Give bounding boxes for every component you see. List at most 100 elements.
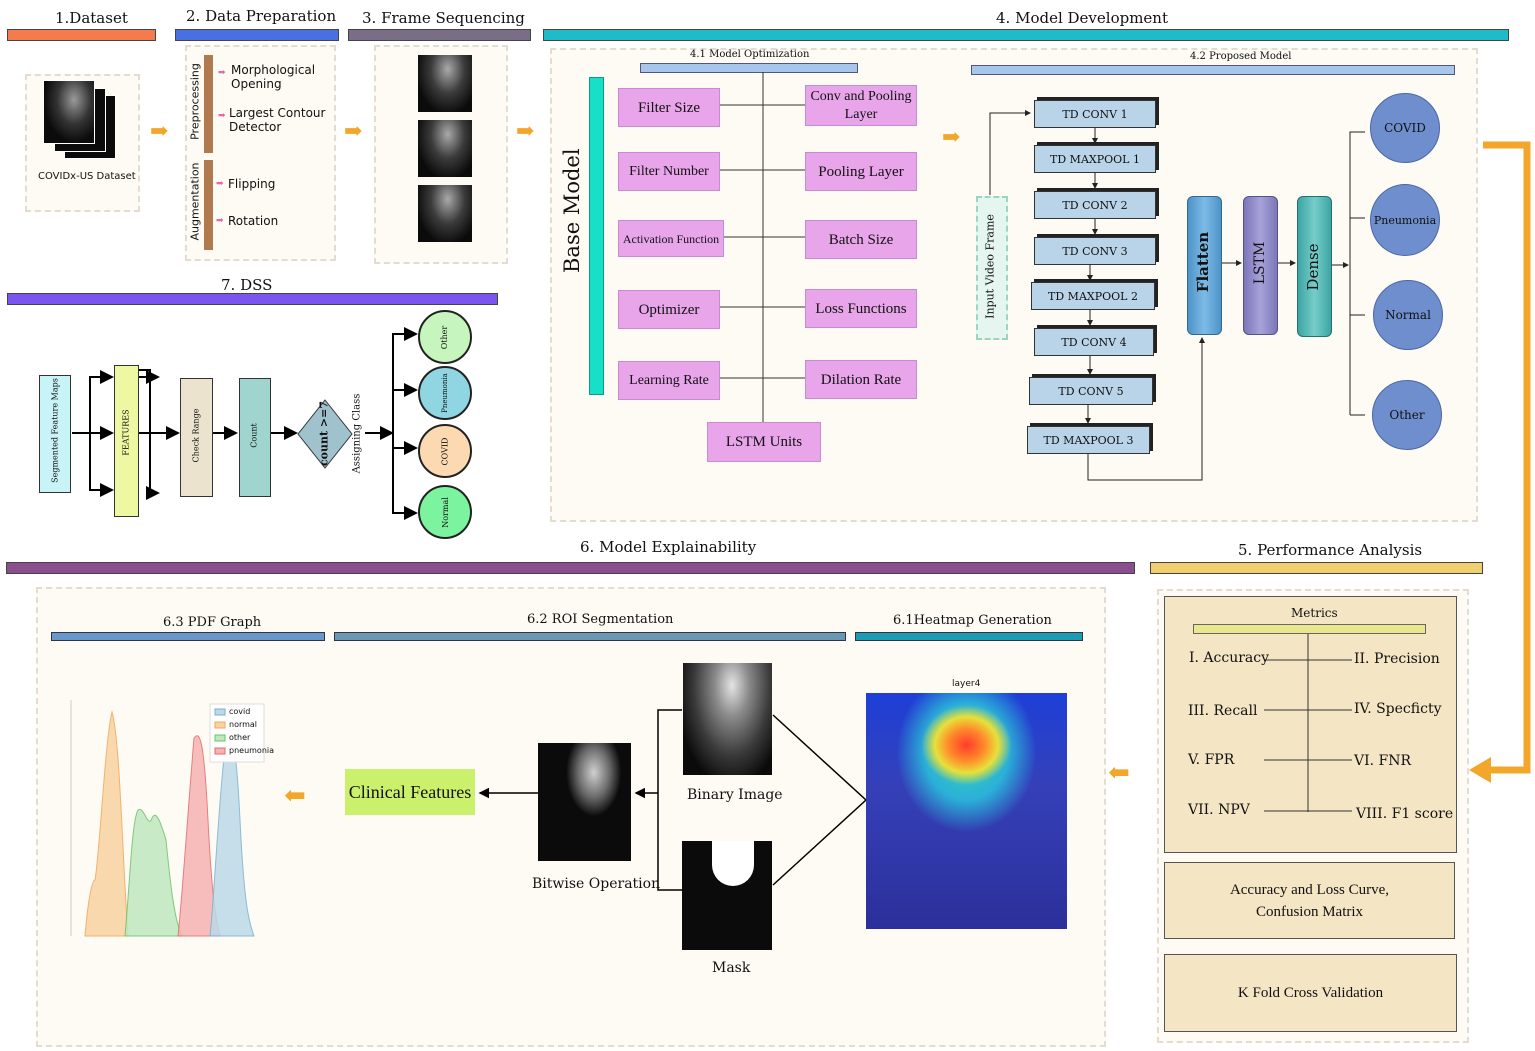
mask-shape [712, 841, 754, 886]
dss-out-other: Other [418, 310, 472, 364]
opt-lstm-units: LSTM Units [707, 422, 821, 462]
roi-bar [334, 632, 846, 641]
dense-cylinder [1297, 196, 1332, 337]
flipping-label: Flipping [228, 177, 276, 191]
pdf-title: 6.3 PDF Graph [163, 615, 262, 630]
pdf-graph [70, 700, 265, 937]
morph-label: Morphological Opening [231, 63, 316, 91]
dss-title: 7. DSS [221, 276, 273, 294]
class-other: Other [1372, 380, 1442, 450]
legend-normal: normal [229, 720, 258, 729]
flatten-cylinder [1187, 196, 1222, 335]
rotation-label: Rotation [228, 214, 279, 228]
opt-optimizer: Optimizer [618, 290, 720, 329]
metric-accuracy: I. Accuracy [1189, 650, 1270, 666]
opt-connectors [720, 72, 805, 422]
td-conv-5: TD CONV 5 [1029, 377, 1153, 405]
opt-title: 4.1 Model Optimization [690, 49, 810, 60]
metric-specificity: IV. Specficty [1354, 701, 1442, 717]
heatmap-image [866, 693, 1067, 929]
explain-title: 6. Model Explainability [580, 538, 757, 556]
dss-check-box [180, 378, 213, 497]
proposed-connectors [989, 110, 1365, 481]
opt-filter-number: Filter Number [618, 152, 720, 191]
bitwise-image [538, 743, 631, 861]
metric-recall: III. Recall [1188, 703, 1258, 719]
dss-assign-label: Assigning Class [351, 393, 363, 474]
frame-3 [418, 185, 472, 242]
bitwise-label: Bitwise Operation [532, 876, 661, 892]
arrow-opt-proposed: ➡ [942, 124, 961, 150]
bullet-arrow-4: ➡ [216, 216, 224, 226]
opt-filter-size: Filter Size [618, 88, 720, 127]
dense-label: Dense [1304, 243, 1322, 291]
frame-seq-bar [348, 29, 531, 41]
opt-dilation-rate: Dilation Rate [805, 360, 917, 399]
proposed-title-bar [971, 65, 1455, 75]
bullet-arrow-1: ➡ [218, 68, 226, 78]
metric-precision: II. Precision [1354, 651, 1440, 667]
arrow-frames-model: ➡ [516, 118, 535, 144]
contour-label: Largest Contour Detector [229, 106, 326, 134]
arrow-perf-to-explain: ⬅ [1108, 758, 1130, 788]
td-conv-2: TD CONV 2 [1034, 191, 1156, 219]
td-maxpool-2: TD MAXPOOL 2 [1031, 282, 1155, 310]
opt-learning-rate: Learning Rate [618, 361, 720, 400]
input-frame-box [976, 196, 1008, 340]
opt-title-bar [640, 63, 858, 73]
metrics-connectors [1264, 634, 1352, 812]
class-pneumonia: Pneumonia [1370, 184, 1440, 256]
aug-bar [204, 160, 213, 250]
metric-fnr: VI. FNR [1354, 753, 1412, 769]
dss-seg-box [39, 375, 71, 493]
heatmap-bar [855, 632, 1083, 641]
heatmap-layer-label: layer4 [952, 679, 981, 689]
frame-1 [418, 55, 472, 112]
perf-bar [1150, 562, 1483, 574]
dss-out-pneumonia: Pneumonia [418, 366, 472, 420]
opt-conv-pooling: Conv and Pooling Layer [805, 85, 917, 126]
perf-curves-box: Accuracy and Loss Curve, Confusion Matri… [1164, 862, 1455, 939]
preprocessing-label: Preprocessing [188, 63, 202, 140]
clinical-features-box: Clinical Features [345, 769, 475, 815]
dss-features-box [114, 365, 139, 517]
dataset-label: COVIDx-US Dataset [38, 171, 136, 182]
metrics-title-bar [1193, 624, 1426, 634]
dss-count-label: Count [249, 423, 259, 448]
opt-pooling-layer: Pooling Layer [805, 152, 917, 191]
dss-cond-label: count >=7 [317, 400, 331, 467]
mask-label: Mask [712, 960, 751, 976]
proposed-title: 4.2 Proposed Model [1190, 51, 1292, 62]
legend-pneumonia: pneumonia [229, 746, 275, 755]
class-normal: Normal [1373, 280, 1443, 350]
bullet-arrow-3: ➡ [216, 179, 224, 189]
opt-loss-functions: Loss Functions [805, 289, 917, 328]
arrow-prep-frames: ➡ [344, 118, 363, 144]
flatten-label: Flatten [1194, 231, 1212, 293]
dataset-title: 1.Dataset [55, 9, 128, 27]
dss-seg-label: Segmented Feature Maps [50, 378, 60, 483]
data-prep-title: 2. Data Preparation [186, 7, 337, 25]
dss-connectors [72, 327, 418, 520]
td-conv-3: TD CONV 3 [1034, 237, 1156, 265]
dss-out-covid: COVID [418, 424, 472, 478]
frame-seq-title: 3. Frame Sequencing [362, 9, 525, 27]
td-maxpool-1: TD MAXPOOL 1 [1034, 145, 1156, 173]
dss-features-label: FEATURES [121, 409, 131, 456]
td-maxpool-3: TD MAXPOOL 3 [1027, 426, 1150, 454]
frame-2 [418, 120, 472, 177]
arrow-to-pdf: ⬅ [284, 781, 306, 811]
roi-title: 6.2 ROI Segmentation [527, 612, 674, 627]
explain-bar [6, 562, 1135, 574]
td-conv-4: TD CONV 4 [1034, 328, 1154, 356]
lstm-label: LSTM [1252, 241, 1268, 285]
binary-label: Binary Image [687, 787, 783, 803]
base-model-bar [589, 77, 604, 395]
bullet-arrow-2: ➡ [218, 111, 226, 121]
heatmap-title: 6.1Heatmap Generation [893, 613, 1052, 628]
dataset-bar [7, 29, 156, 41]
dataset-image-stack-1 [43, 80, 95, 144]
lstm-cylinder [1243, 196, 1278, 335]
metric-f1: VIII. F1 score [1356, 806, 1454, 822]
perf-kfold-box: K Fold Cross Validation [1164, 954, 1457, 1032]
